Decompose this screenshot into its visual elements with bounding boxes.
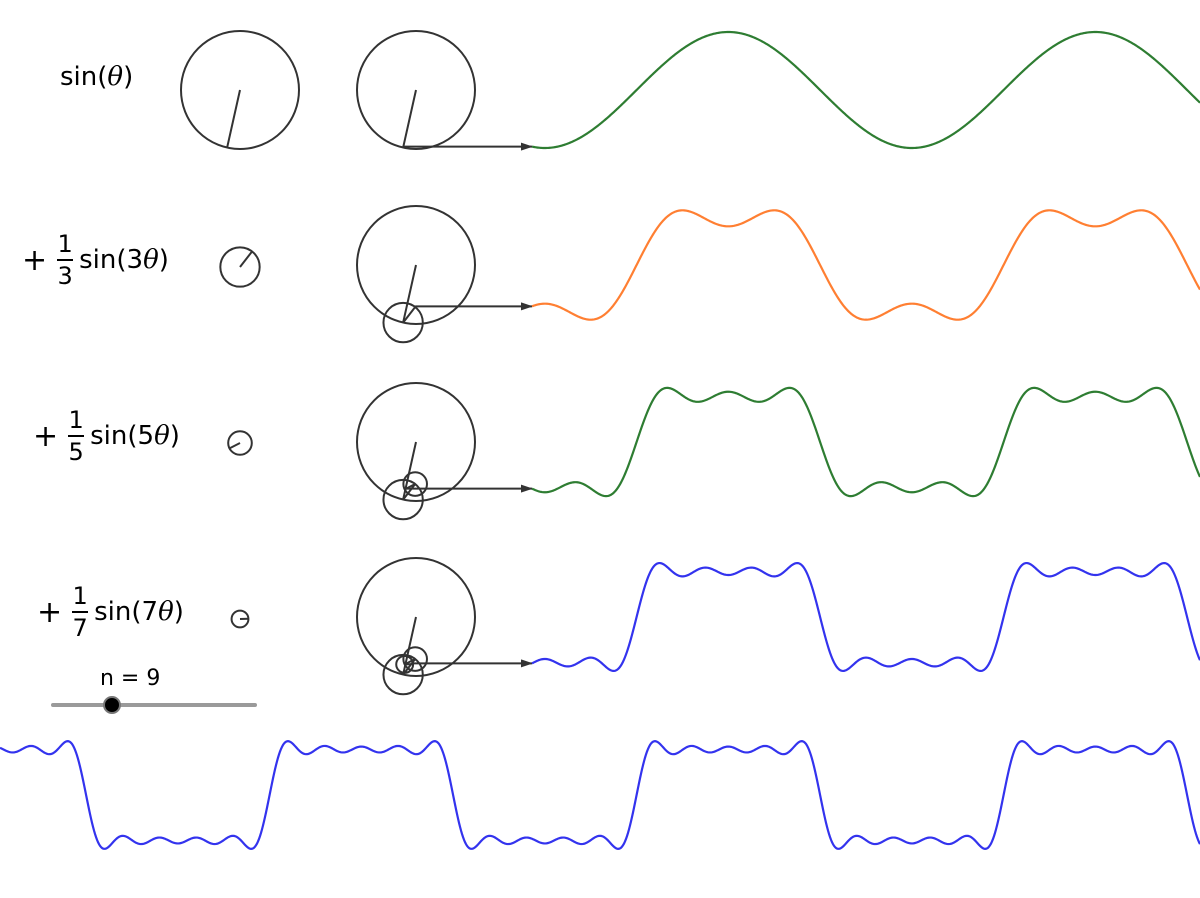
radius-line xyxy=(229,443,240,448)
denominator: 5 xyxy=(69,438,84,466)
theta-symbol: θ xyxy=(158,597,174,627)
waveform-row-1 xyxy=(532,32,1200,148)
denominator: 3 xyxy=(58,262,73,290)
partial-sum-waveform xyxy=(0,741,1200,849)
term-close: ) xyxy=(159,245,169,275)
numerator: 1 xyxy=(69,406,84,434)
radius-line xyxy=(240,251,252,267)
arg-coefficient: 7 xyxy=(142,597,159,627)
waveform-row-4 xyxy=(532,563,1200,671)
arg-coefficient: 5 xyxy=(138,421,155,451)
n-slider[interactable] xyxy=(53,697,255,713)
plus-sign: + xyxy=(22,243,47,278)
single-term-circles xyxy=(181,31,299,627)
radius-line xyxy=(227,90,240,148)
waveform-row-2 xyxy=(532,210,1200,319)
epicycle-group xyxy=(357,31,532,694)
theta-symbol: θ xyxy=(143,245,159,275)
plus-sign: + xyxy=(37,595,62,630)
term-func: sin( xyxy=(79,245,126,275)
slider-knob[interactable] xyxy=(104,697,120,713)
term-func: sin( xyxy=(90,421,137,451)
fraction-bar xyxy=(72,611,88,613)
numerator: 1 xyxy=(58,230,73,258)
term-func: sin( xyxy=(60,62,107,92)
arg-coefficient: 3 xyxy=(127,245,144,275)
theta-symbol: θ xyxy=(107,62,123,92)
slider-label: n = 9 xyxy=(100,666,160,691)
term-func: sin( xyxy=(94,597,141,627)
term-close: ) xyxy=(170,421,180,451)
denominator: 7 xyxy=(73,614,88,642)
waveform-group xyxy=(0,32,1200,849)
numerator: 1 xyxy=(73,582,88,610)
fraction-bar xyxy=(68,435,84,437)
term-close: ) xyxy=(123,62,133,92)
epicycle-radius-line xyxy=(403,90,416,148)
term-label-1: sin(θ) xyxy=(60,62,133,92)
plus-sign: + xyxy=(33,419,58,454)
theta-symbol: θ xyxy=(154,421,170,451)
term-close: ) xyxy=(174,597,184,627)
fraction-bar xyxy=(57,259,73,261)
waveform-row-3 xyxy=(532,388,1200,496)
